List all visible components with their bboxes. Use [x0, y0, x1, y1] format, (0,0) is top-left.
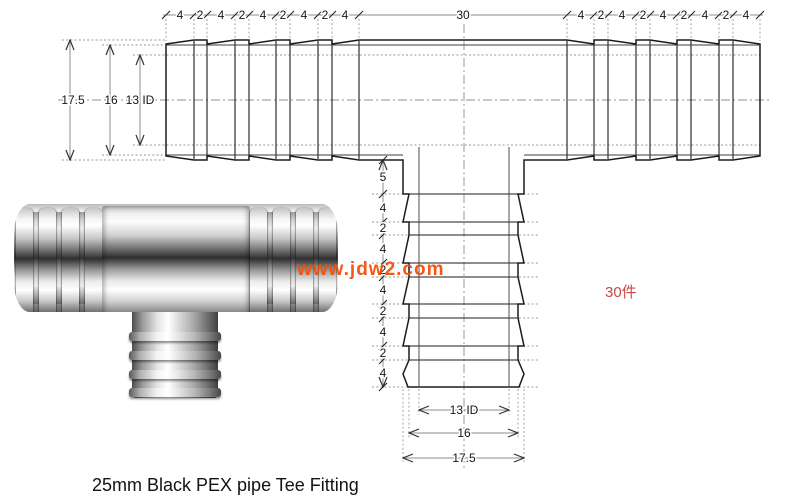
photo-barb-ring	[16, 208, 33, 312]
dim-label-outer-diameter: 17.5	[61, 93, 85, 107]
photo-barb-ring	[273, 208, 290, 312]
dim-label: 2	[380, 221, 387, 235]
photo-barb-ring	[85, 208, 102, 312]
dim-label: 2	[598, 8, 605, 22]
dim-label: 2	[640, 8, 647, 22]
photo-barb-ring	[296, 208, 313, 312]
dim-label: 2	[380, 304, 387, 318]
dim-label: 4	[702, 8, 709, 22]
fitting-outline	[165, 39, 761, 388]
dim-label-root-diameter: 16	[457, 426, 471, 440]
dim-label: 2	[197, 8, 204, 22]
dim-label: 4	[380, 201, 387, 215]
dim-label: 4	[578, 8, 585, 22]
photo-branch-pipe	[129, 306, 221, 398]
dim-label: 4	[743, 8, 750, 22]
root-and-bore-lines	[166, 44, 760, 386]
dim-label: 4	[218, 8, 225, 22]
photo-barb-ring	[319, 208, 336, 312]
dim-label: 2	[380, 346, 387, 360]
dim-label: 4	[177, 8, 184, 22]
centerlines	[58, 24, 772, 468]
dimension-tick-slashes	[161, 10, 765, 392]
dim-label: 2	[380, 263, 387, 277]
dimension-labels: 4 2 4 2 4 2 4 2 4 30 4 2 4 2 4 2 4 2 4 1…	[60, 7, 751, 467]
barb-edge-lines	[193, 41, 734, 159]
photo-branch-barb-ring	[129, 351, 221, 360]
dim-label: 2	[239, 8, 246, 22]
dim-label: 4	[380, 325, 387, 339]
photo-branch-barb-ring	[129, 370, 221, 379]
dim-label: 2	[322, 8, 329, 22]
photo-main-tube	[14, 204, 338, 312]
photo-barb-ring	[62, 208, 79, 312]
photo-barb-ring	[39, 208, 56, 312]
dim-label-root-diameter: 16	[104, 93, 118, 107]
watermark-text: www.jdw2.com	[297, 259, 445, 280]
dim-label: 4	[660, 8, 667, 22]
photo-smooth-middle	[102, 206, 250, 312]
photo-branch-barb-ring	[129, 332, 221, 341]
dim-label: 4	[260, 8, 267, 22]
dim-label: 4	[380, 242, 387, 256]
product-photo	[14, 198, 338, 400]
dim-label: 5	[380, 170, 387, 184]
dimension-lines	[70, 10, 765, 458]
dim-label: 2	[681, 8, 688, 22]
dim-label: 4	[301, 8, 308, 22]
photo-branch-barb-ring	[129, 388, 221, 397]
dim-label: 30	[456, 8, 470, 22]
dim-label-bore-diameter: 13 ID	[126, 93, 155, 107]
dim-label: 2	[723, 8, 730, 22]
branch-shelf-lines	[403, 193, 524, 361]
dim-label: 2	[280, 8, 287, 22]
quantity-note: 30件	[605, 284, 637, 301]
dim-label-outer-diameter: 17.5	[452, 451, 476, 465]
caption: 25mm Black PEX pipe Tee Fitting	[92, 475, 359, 495]
dim-label: 4	[380, 283, 387, 297]
dim-label: 4	[380, 366, 387, 380]
dim-label: 4	[619, 8, 626, 22]
dim-label: 4	[342, 8, 349, 22]
dim-label-bore-diameter: 13 ID	[450, 403, 479, 417]
photo-barb-ring	[250, 208, 267, 312]
